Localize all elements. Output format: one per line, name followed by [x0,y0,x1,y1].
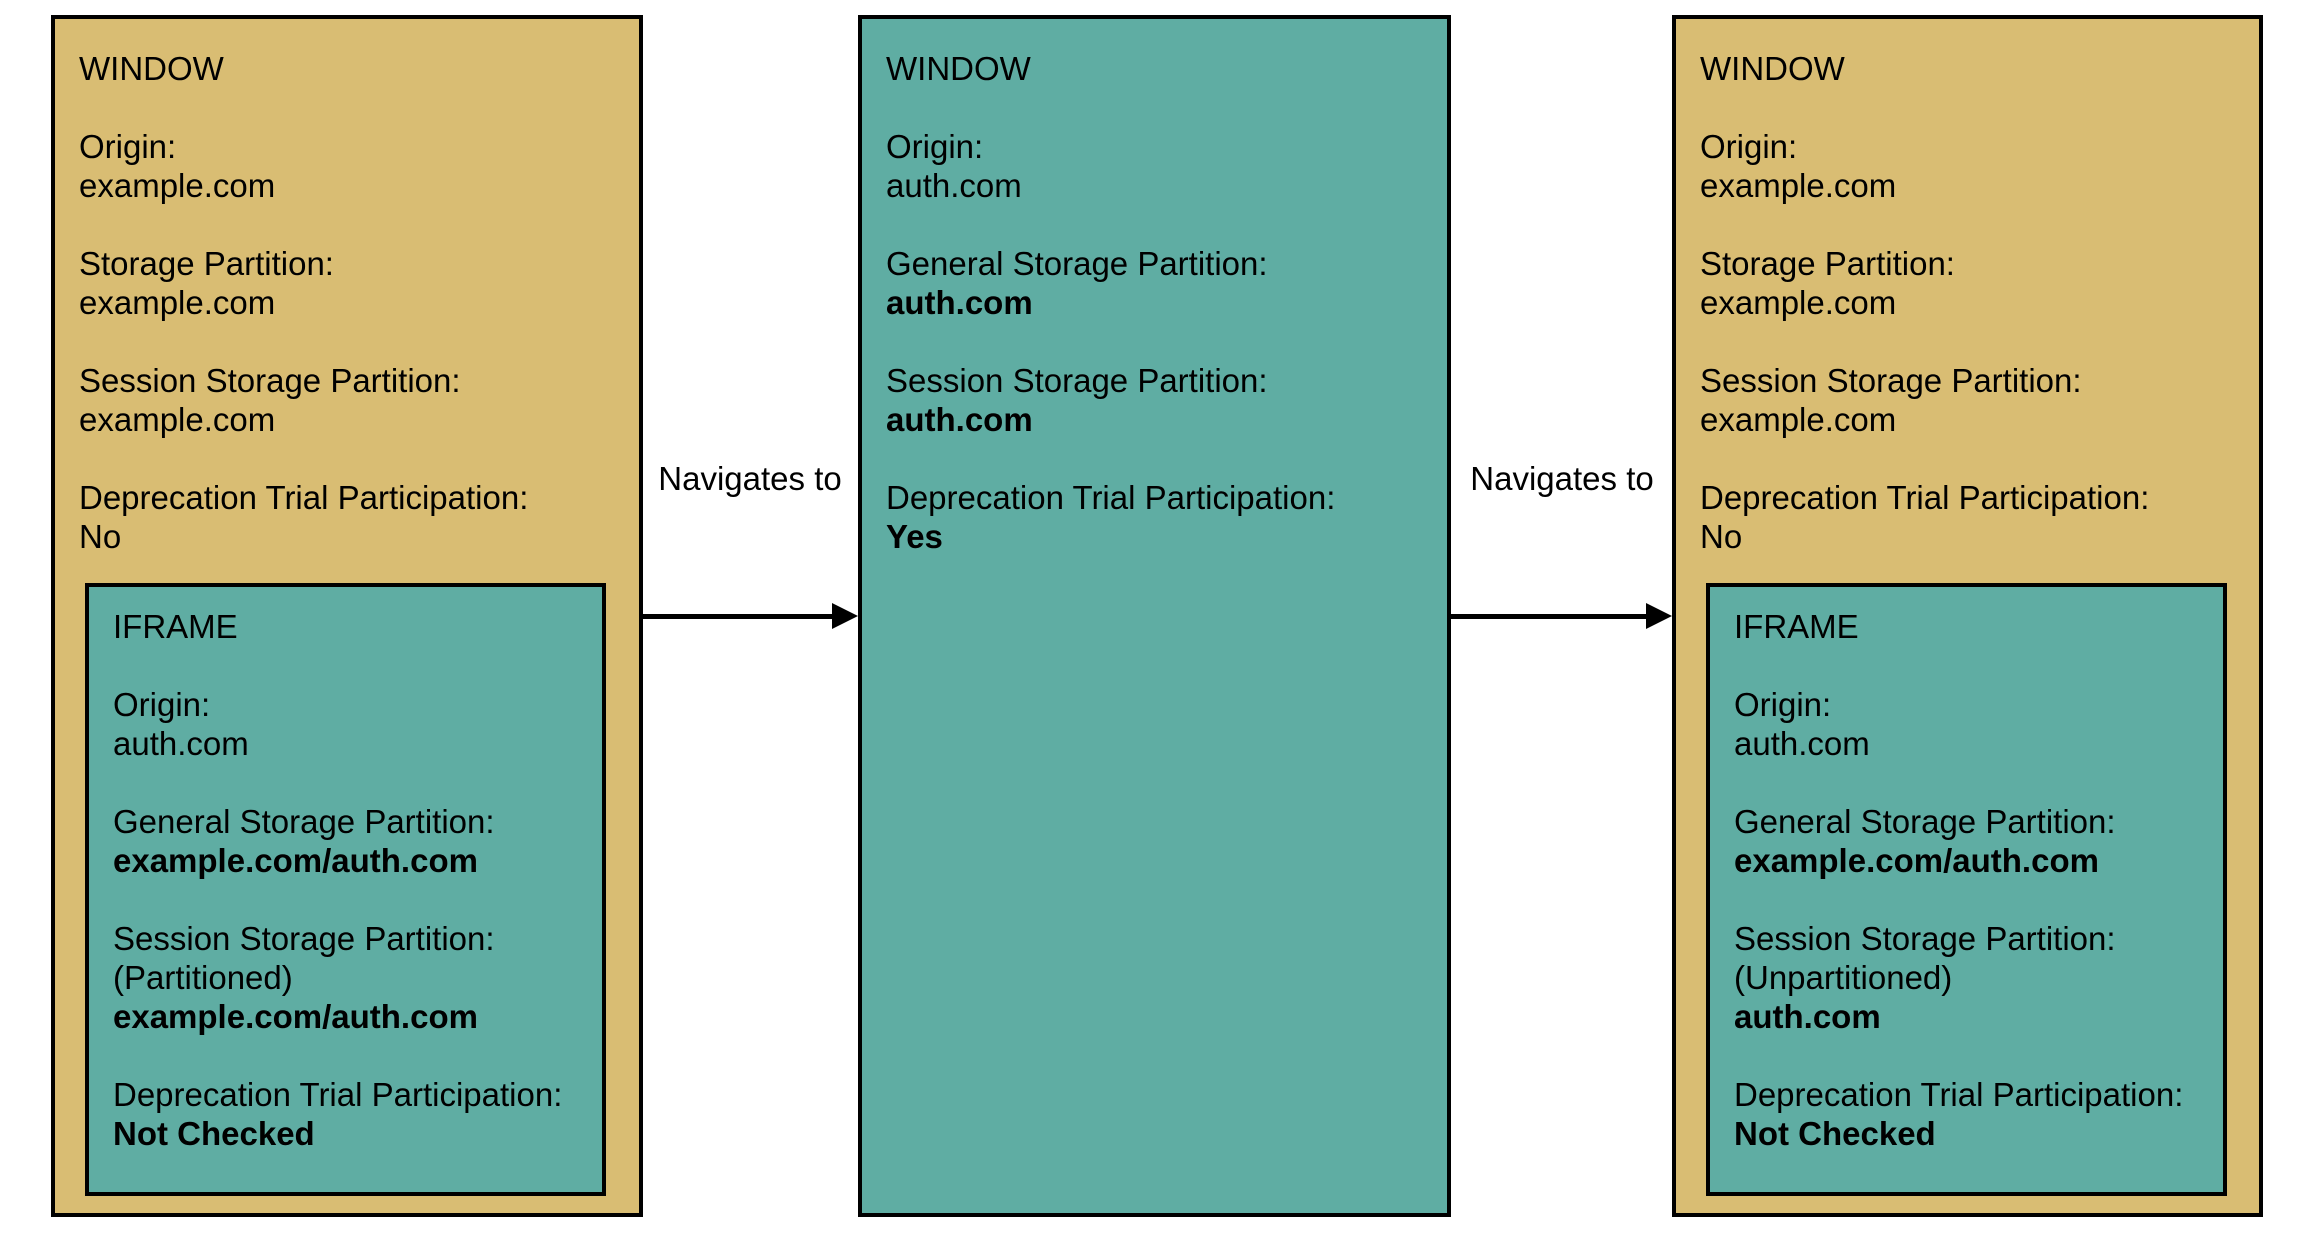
field-label: Session Storage Partition: [886,362,1268,399]
arrow-shaft [1451,614,1650,619]
field-label: Origin: [1700,128,1798,165]
field-origin: Origin: auth.com [113,685,578,763]
window-box-2: WINDOW Origin: auth.com General Storage … [858,15,1451,1217]
field-value: example.com/auth.com [113,842,478,879]
field-label: General Storage Partition: [886,245,1268,282]
field-session-storage-partition: Session Storage Partition: example.com [1700,361,2235,439]
field-label: Deprecation Trial Participation: [1700,479,2150,516]
field-deprecation-trial: Deprecation Trial Participation: No [1700,478,2235,556]
field-origin: Origin: example.com [1700,127,2235,205]
field-label: Deprecation Trial Participation: [79,479,529,516]
field-value: example.com [1700,284,1897,321]
field-label: Origin: [1734,686,1832,723]
field-storage-partition: Storage Partition: example.com [79,244,615,322]
navigates-to-label-1: Navigates to [658,460,842,497]
field-value: example.com/auth.com [113,998,478,1035]
window-box-1: WINDOW Origin: example.com Storage Parti… [51,15,643,1217]
field-label: Deprecation Trial Participation: [1734,1076,2184,1113]
field-value: Yes [886,518,943,555]
field-deprecation-trial: Deprecation Trial Participation: Not Che… [1734,1075,2199,1153]
field-label: Origin: [79,128,177,165]
field-value: auth.com [113,725,249,762]
field-label: Session Storage Partition: [1734,920,2116,957]
field-label: General Storage Partition: [113,803,495,840]
field-origin: Origin: auth.com [886,127,1423,205]
field-value: Not Checked [113,1115,315,1152]
field-session-storage-partition: Session Storage Partition: auth.com [886,361,1423,439]
field-value: auth.com [1734,725,1870,762]
field-value: example.com [79,167,276,204]
navigates-to-label-2: Navigates to [1470,460,1654,497]
field-label: Session Storage Partition: [113,920,495,957]
field-label: Storage Partition: [79,245,334,282]
field-value: example.com/auth.com [1734,842,2099,879]
window-box-3: WINDOW Origin: example.com Storage Parti… [1672,15,2263,1217]
window-title: WINDOW [886,50,1031,87]
arrow-right-icon [832,603,858,629]
field-value: auth.com [1734,998,1881,1035]
arrow-right-icon [1646,603,1672,629]
field-origin: Origin: auth.com [1734,685,2199,763]
field-deprecation-trial: Deprecation Trial Participation: Not Che… [113,1075,578,1153]
field-value: auth.com [886,284,1033,321]
field-label: Session Storage Partition: [79,362,461,399]
field-note: (Unpartitioned) [1734,959,1953,996]
field-value: example.com [79,284,276,321]
field-value: example.com [79,401,276,438]
field-value: auth.com [886,401,1033,438]
field-deprecation-trial: Deprecation Trial Participation: Yes [886,478,1423,556]
field-deprecation-trial: Deprecation Trial Participation: No [79,478,615,556]
field-general-storage-partition: General Storage Partition: auth.com [886,244,1423,322]
field-value: No [79,518,122,555]
field-general-storage-partition: General Storage Partition: example.com/a… [113,802,578,880]
iframe-box-1: IFRAME Origin: auth.com General Storage … [85,583,606,1196]
field-storage-partition: Storage Partition: example.com [1700,244,2235,322]
field-note: (Partitioned) [113,959,293,996]
iframe-title: IFRAME [1734,608,1859,645]
arrow-shaft [643,614,836,619]
field-label: Deprecation Trial Participation: [886,479,1336,516]
field-label: General Storage Partition: [1734,803,2116,840]
field-general-storage-partition: General Storage Partition: example.com/a… [1734,802,2199,880]
field-session-storage-partition: Session Storage Partition: example.com [79,361,615,439]
field-label: Storage Partition: [1700,245,1955,282]
iframe-title: IFRAME [113,608,238,645]
iframe-box-3: IFRAME Origin: auth.com General Storage … [1706,583,2227,1196]
window-title: WINDOW [1700,50,1845,87]
field-value: example.com [1700,167,1897,204]
window-title: WINDOW [79,50,224,87]
field-session-storage-partition: Session Storage Partition: (Partitioned)… [113,919,578,1036]
field-label: Origin: [886,128,984,165]
field-value: example.com [1700,401,1897,438]
field-label: Session Storage Partition: [1700,362,2082,399]
field-origin: Origin: example.com [79,127,615,205]
field-value: Not Checked [1734,1115,1936,1152]
field-label: Origin: [113,686,211,723]
field-value: auth.com [886,167,1022,204]
field-session-storage-partition: Session Storage Partition: (Unpartitione… [1734,919,2199,1036]
field-label: Deprecation Trial Participation: [113,1076,563,1113]
field-value: No [1700,518,1743,555]
